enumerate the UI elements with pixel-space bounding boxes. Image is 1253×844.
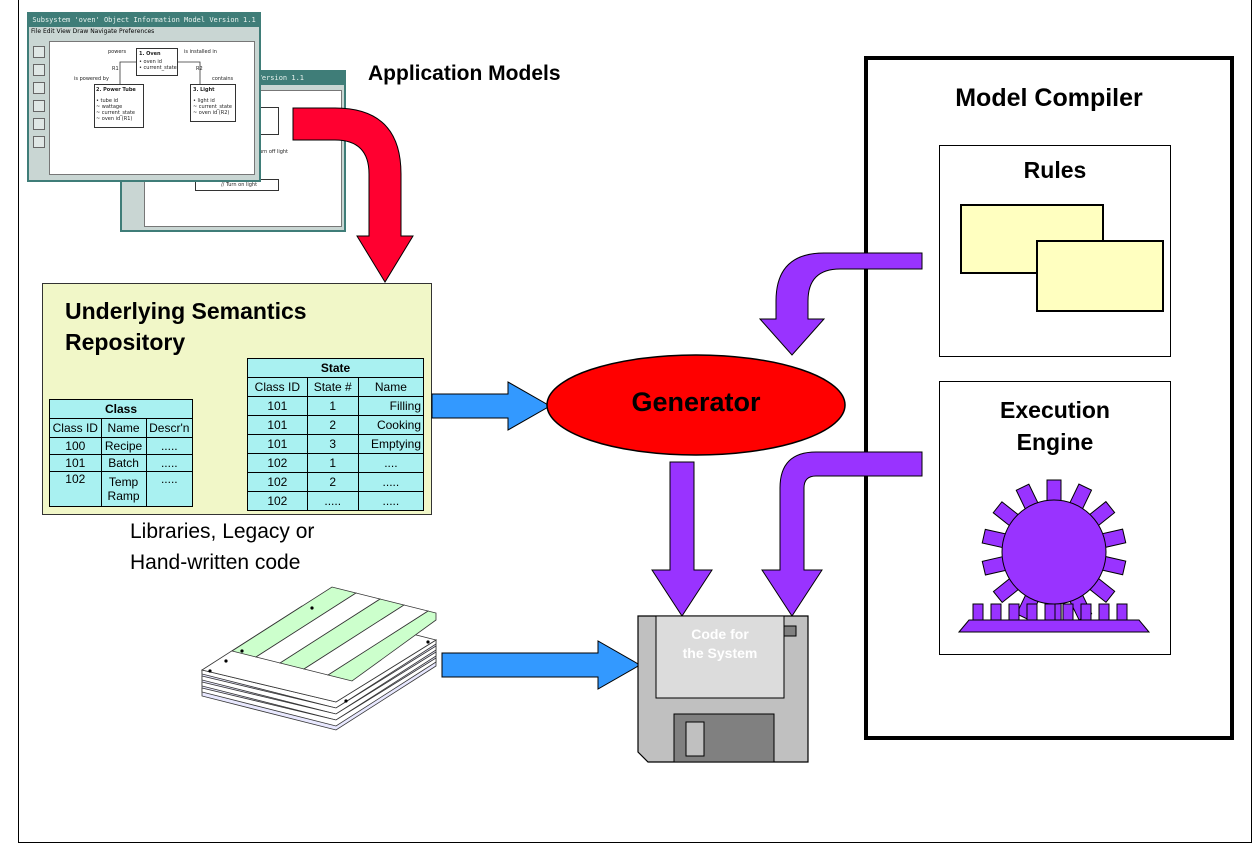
purple-arrow-generator-to-code	[651, 461, 713, 617]
powers-label: powers	[108, 49, 127, 55]
oven-class-box	[136, 48, 178, 76]
state-cell: 1	[306, 453, 359, 473]
back-turn-off-label: L2:Turn off light	[249, 149, 289, 155]
toolbar-rect2-icon[interactable]	[33, 64, 45, 76]
light-attr-3: ~ oven id (R2)	[193, 110, 230, 116]
floppy-disk-icon	[637, 615, 809, 763]
light-class-name: 3. Light	[193, 87, 215, 93]
power-tube-class-box	[94, 84, 144, 128]
toolbar-assoc-icon[interactable]	[33, 118, 45, 130]
toolbar-fork-icon[interactable]	[33, 136, 45, 148]
rules-label: Rules	[1023, 157, 1087, 183]
class-cell: .....	[145, 454, 194, 472]
power-tube-class-name: 2. Power Tube	[96, 87, 136, 93]
class-col-name: Name	[100, 418, 147, 438]
purple-arrow-engine-to-code	[761, 451, 923, 617]
model-relationship-lines	[119, 61, 201, 84]
class-cell: 102	[49, 471, 102, 507]
state-cell: Emptying	[357, 434, 425, 454]
state-cell: 102	[247, 453, 308, 473]
state-col-class-id: Class ID	[247, 377, 308, 397]
code-label-line1: Code for	[691, 626, 749, 642]
is-installed-in-label: is installed in	[184, 49, 217, 55]
class-cell: .....	[145, 437, 194, 455]
class-col-id: Class ID	[49, 418, 102, 438]
state-cell: 101	[247, 396, 308, 416]
state-cell: .....	[357, 472, 425, 492]
gear-icon	[957, 479, 1151, 633]
code-listing-stack-icon	[200, 586, 438, 731]
state-cell: 2	[306, 472, 359, 492]
diagram-frame	[18, 0, 1252, 843]
rule-card-1	[960, 204, 1104, 274]
repository-title-line1: Underlying Semantics	[65, 298, 307, 324]
class-cell: Temp Ramp	[100, 471, 147, 507]
oven-attr-2: • current_state	[139, 65, 177, 71]
model-window-front: Subsystem 'oven' Object Information Mode…	[27, 12, 261, 182]
window-front-title: Subsystem 'oven' Object Information Mode…	[29, 14, 259, 27]
red-arrow	[292, 107, 414, 283]
class-cell: Recipe	[100, 437, 147, 455]
window-front-menu: File Edit View Draw Navigate Preferences	[31, 28, 155, 35]
pt-attr-3: ~ current_state	[96, 110, 135, 116]
state-cell: 101	[247, 415, 308, 435]
blue-arrow-libraries-to-code	[441, 640, 642, 690]
class-cell: Batch	[100, 454, 147, 472]
contains-label: contains	[212, 76, 234, 82]
pt-attr-2: ~ wattage	[96, 104, 123, 110]
pt-attr-4: ~ oven id (R1)	[96, 116, 133, 122]
toolbar-subtype-icon[interactable]	[33, 100, 45, 112]
state-cell: 102	[247, 472, 308, 492]
class-cell: .....	[145, 471, 194, 507]
generator-label: Generator	[631, 387, 761, 417]
r1-label: R1	[112, 66, 119, 72]
state-col-name: Name	[357, 377, 425, 397]
r2-label: R2	[196, 66, 203, 72]
repository-title-line2: Repository	[65, 329, 186, 355]
class-cell: 100	[49, 437, 102, 455]
state-cell: ....	[357, 453, 425, 473]
state-cell: .....	[357, 491, 425, 511]
class-table: Class Class ID Name Descr'n 100 Recipe .…	[49, 399, 194, 507]
state-table-title: State	[247, 358, 424, 378]
purple-arrow-rules-to-generator	[758, 252, 923, 356]
class-table-title: Class	[49, 399, 193, 419]
semantics-repository: Underlying Semantics Repository Class Cl…	[42, 283, 432, 515]
state-cell: 102	[247, 491, 308, 511]
class-col-descr: Descr'n	[145, 418, 194, 438]
libraries-label-line2: Hand-written code	[130, 551, 301, 574]
libraries-label-line1: Libraries, Legacy or	[130, 520, 315, 543]
model-compiler-label: Model Compiler	[955, 84, 1143, 112]
execution-label-line2: Engine	[1016, 429, 1094, 455]
state-cell: 101	[247, 434, 308, 454]
toolbar-rect-icon[interactable]	[33, 46, 45, 58]
class-cell: 101	[49, 454, 102, 472]
state-cell: Cooking	[357, 415, 425, 435]
oven-attr-1: • oven id	[139, 59, 162, 65]
toolbar-relation-icon[interactable]	[33, 82, 45, 94]
blue-arrow-repository-to-generator	[431, 381, 552, 431]
light-attr-2: ~ current_state	[193, 104, 232, 110]
back-turn-on-label: // Turn on light	[221, 182, 258, 188]
oven-class-name: 1. Oven	[139, 51, 161, 57]
is-powered-by-label: is powered by	[74, 76, 109, 82]
state-cell: 3	[306, 434, 359, 454]
state-col-state-num: State #	[306, 377, 359, 397]
generator-ellipse	[546, 354, 846, 456]
execution-label-line1: Execution	[1000, 397, 1110, 423]
pt-attr-1: • tube id	[96, 98, 119, 104]
state-cell: 1	[306, 396, 359, 416]
light-class-box	[190, 84, 236, 122]
application-models-label: Application Models	[368, 62, 561, 85]
rule-card-2	[1036, 240, 1164, 312]
state-cell: 2	[306, 415, 359, 435]
window-front-canvas: 1. Oven • oven id • current_state powers…	[49, 41, 255, 175]
light-attr-1: • light id	[193, 98, 215, 104]
code-label-line2: the System	[682, 645, 758, 661]
state-cell: .....	[306, 491, 359, 511]
state-cell: Filling	[357, 396, 425, 416]
